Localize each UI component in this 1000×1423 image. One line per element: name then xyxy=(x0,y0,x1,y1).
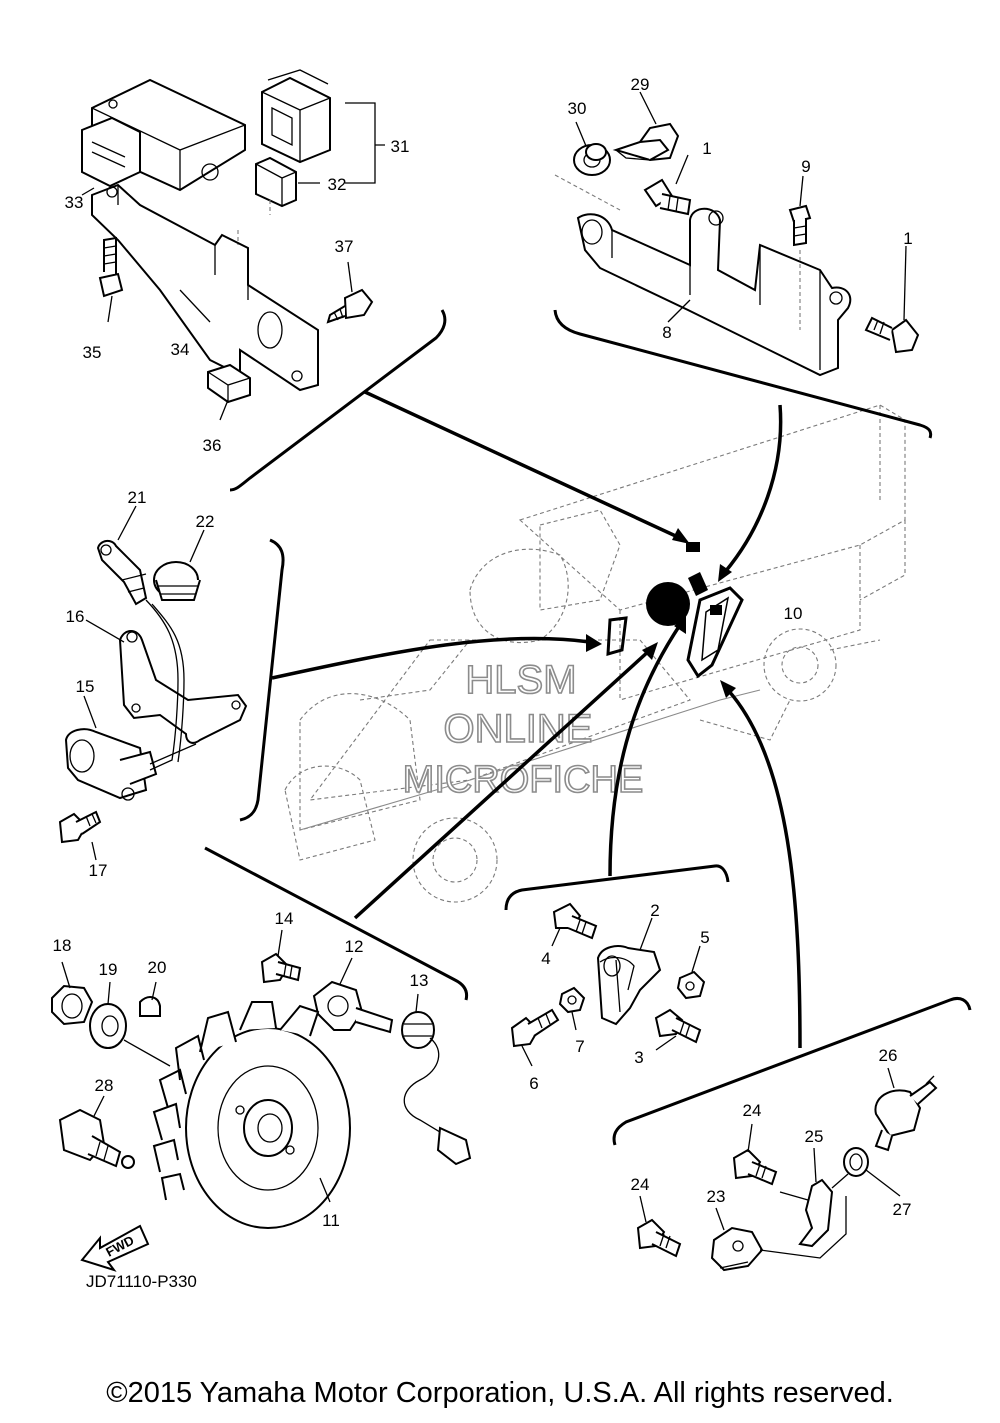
watermark-line-2: ONLINE xyxy=(444,707,593,751)
callout-17: 17 xyxy=(89,861,108,880)
callout-27: 27 xyxy=(893,1200,912,1219)
callout-32: 32 xyxy=(328,175,347,194)
callout-4: 4 xyxy=(541,949,550,968)
vehicle-outline xyxy=(284,404,906,903)
nut-7 xyxy=(558,986,586,1014)
bolt-1a xyxy=(643,178,692,216)
wire-16 xyxy=(145,599,185,771)
callout-10: 10 xyxy=(784,604,803,623)
bracket-25 xyxy=(779,1173,849,1248)
plug-cap-21 xyxy=(96,540,148,606)
bolt-35 xyxy=(98,236,124,298)
bolt-3 xyxy=(654,1008,702,1044)
bracket-23 xyxy=(710,1196,847,1272)
callout-24: 24 xyxy=(743,1101,762,1120)
callout-31: 31 xyxy=(391,137,410,156)
bottom-right-leaders xyxy=(639,1067,901,1231)
bolt-14 xyxy=(260,952,302,984)
bottom-left-leaders xyxy=(61,929,419,1203)
bolt-17 xyxy=(58,810,102,844)
callout-19: 19 xyxy=(99,960,118,979)
vehicle-highlight-parts xyxy=(606,542,744,679)
left-leaders xyxy=(83,505,205,861)
bolt-9 xyxy=(788,204,812,247)
callout-23: 23 xyxy=(707,1187,726,1206)
callout-6: 6 xyxy=(529,1074,538,1093)
bolt-6 xyxy=(510,1008,560,1048)
bolt-4 xyxy=(552,902,598,940)
callout-26: 26 xyxy=(879,1046,898,1065)
o-ring-27 xyxy=(843,1147,869,1177)
grommet-13 xyxy=(401,1011,472,1166)
callout-2: 2 xyxy=(650,901,659,920)
callout-13: 13 xyxy=(410,971,429,990)
damper-36 xyxy=(207,363,251,404)
callout-11: 11 xyxy=(322,1211,340,1230)
sensor-26 xyxy=(874,1075,938,1152)
callout-33: 33 xyxy=(65,193,84,212)
bolt-37 xyxy=(326,288,374,324)
callout-35: 35 xyxy=(83,343,102,362)
washer-19 xyxy=(89,1003,127,1049)
callout-8: 8 xyxy=(662,323,671,342)
callout-21: 21 xyxy=(128,488,147,507)
relay-32 xyxy=(255,156,297,208)
callout-30: 30 xyxy=(568,99,587,118)
bracket-16 xyxy=(118,630,248,744)
callout-5: 5 xyxy=(700,928,709,947)
coil-15 xyxy=(64,728,197,801)
bolt-24b xyxy=(636,1218,682,1258)
cdi-unit-33 xyxy=(81,78,246,192)
bolt-24a xyxy=(732,1148,778,1186)
callout-9: 9 xyxy=(801,157,810,176)
callout-25: 25 xyxy=(805,1127,824,1146)
callout-28: 28 xyxy=(95,1076,114,1095)
callout-20: 20 xyxy=(148,958,167,977)
callout-3: 3 xyxy=(634,1048,643,1067)
callout-34: 34 xyxy=(171,340,190,359)
sensor-29 xyxy=(612,122,680,162)
callout-15: 15 xyxy=(76,677,95,696)
callout-18: 18 xyxy=(53,936,72,955)
sensor-28 xyxy=(58,1108,135,1169)
copyright-notice: ©2015 Yamaha Motor Corporation, U.S.A. A… xyxy=(106,1377,894,1409)
callout-numbers: 1 1 2 3 4 5 6 7 8 9 10 11 12 13 14 15 16… xyxy=(53,75,913,1230)
middle-right-leaders xyxy=(521,917,701,1067)
diagram-code: JD71110-P330 xyxy=(86,1272,197,1291)
nut-5 xyxy=(676,970,706,1000)
callout-1: 1 xyxy=(903,229,912,248)
cap-22 xyxy=(153,561,201,601)
callout-37: 37 xyxy=(335,237,354,256)
callout-24: 24 xyxy=(631,1175,650,1194)
watermark-line-1: HLSM xyxy=(465,658,576,702)
callout-29: 29 xyxy=(631,75,650,94)
bolt-1b xyxy=(864,316,920,354)
pickup-coil-12 xyxy=(312,980,394,1034)
nut-18 xyxy=(51,984,94,1026)
fwd-arrow: FWD xyxy=(80,1224,150,1272)
callout-36: 36 xyxy=(203,436,222,455)
callout-16: 16 xyxy=(66,607,85,626)
relay-31 xyxy=(261,69,331,164)
bracket-8 xyxy=(576,207,852,377)
callout-22: 22 xyxy=(196,512,215,531)
group-brackets xyxy=(204,309,972,1146)
bracket-2 xyxy=(596,945,662,1026)
callout-1: 1 xyxy=(702,139,711,158)
callout-7: 7 xyxy=(575,1037,584,1056)
top-left-leaders xyxy=(81,102,385,421)
callout-12: 12 xyxy=(345,937,364,956)
key-20 xyxy=(139,996,161,1017)
bracket-34 xyxy=(91,183,319,392)
flywheel-11 xyxy=(152,1001,351,1229)
callout-14: 14 xyxy=(275,909,294,928)
grommet-30 xyxy=(573,143,611,176)
top-right-leaders xyxy=(554,91,907,330)
group-connectors xyxy=(271,390,802,1049)
